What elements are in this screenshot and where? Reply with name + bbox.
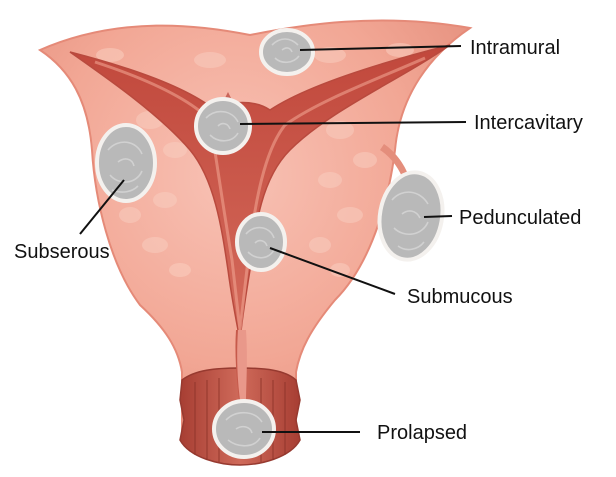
fibroid-intramural: [261, 30, 313, 74]
fibroid-subserous: [97, 125, 155, 201]
fibroid-submucous: [237, 214, 285, 270]
label-intramural: Intramural: [470, 37, 560, 59]
label-pedunculated: Pedunculated: [459, 207, 581, 229]
label-submucous: Submucous: [407, 286, 513, 308]
leader-pedunculated: [424, 216, 452, 217]
label-prolapsed: Prolapsed: [377, 422, 467, 444]
label-subserous: Subserous: [14, 241, 110, 263]
label-intercavitary: Intercavitary: [474, 112, 583, 134]
